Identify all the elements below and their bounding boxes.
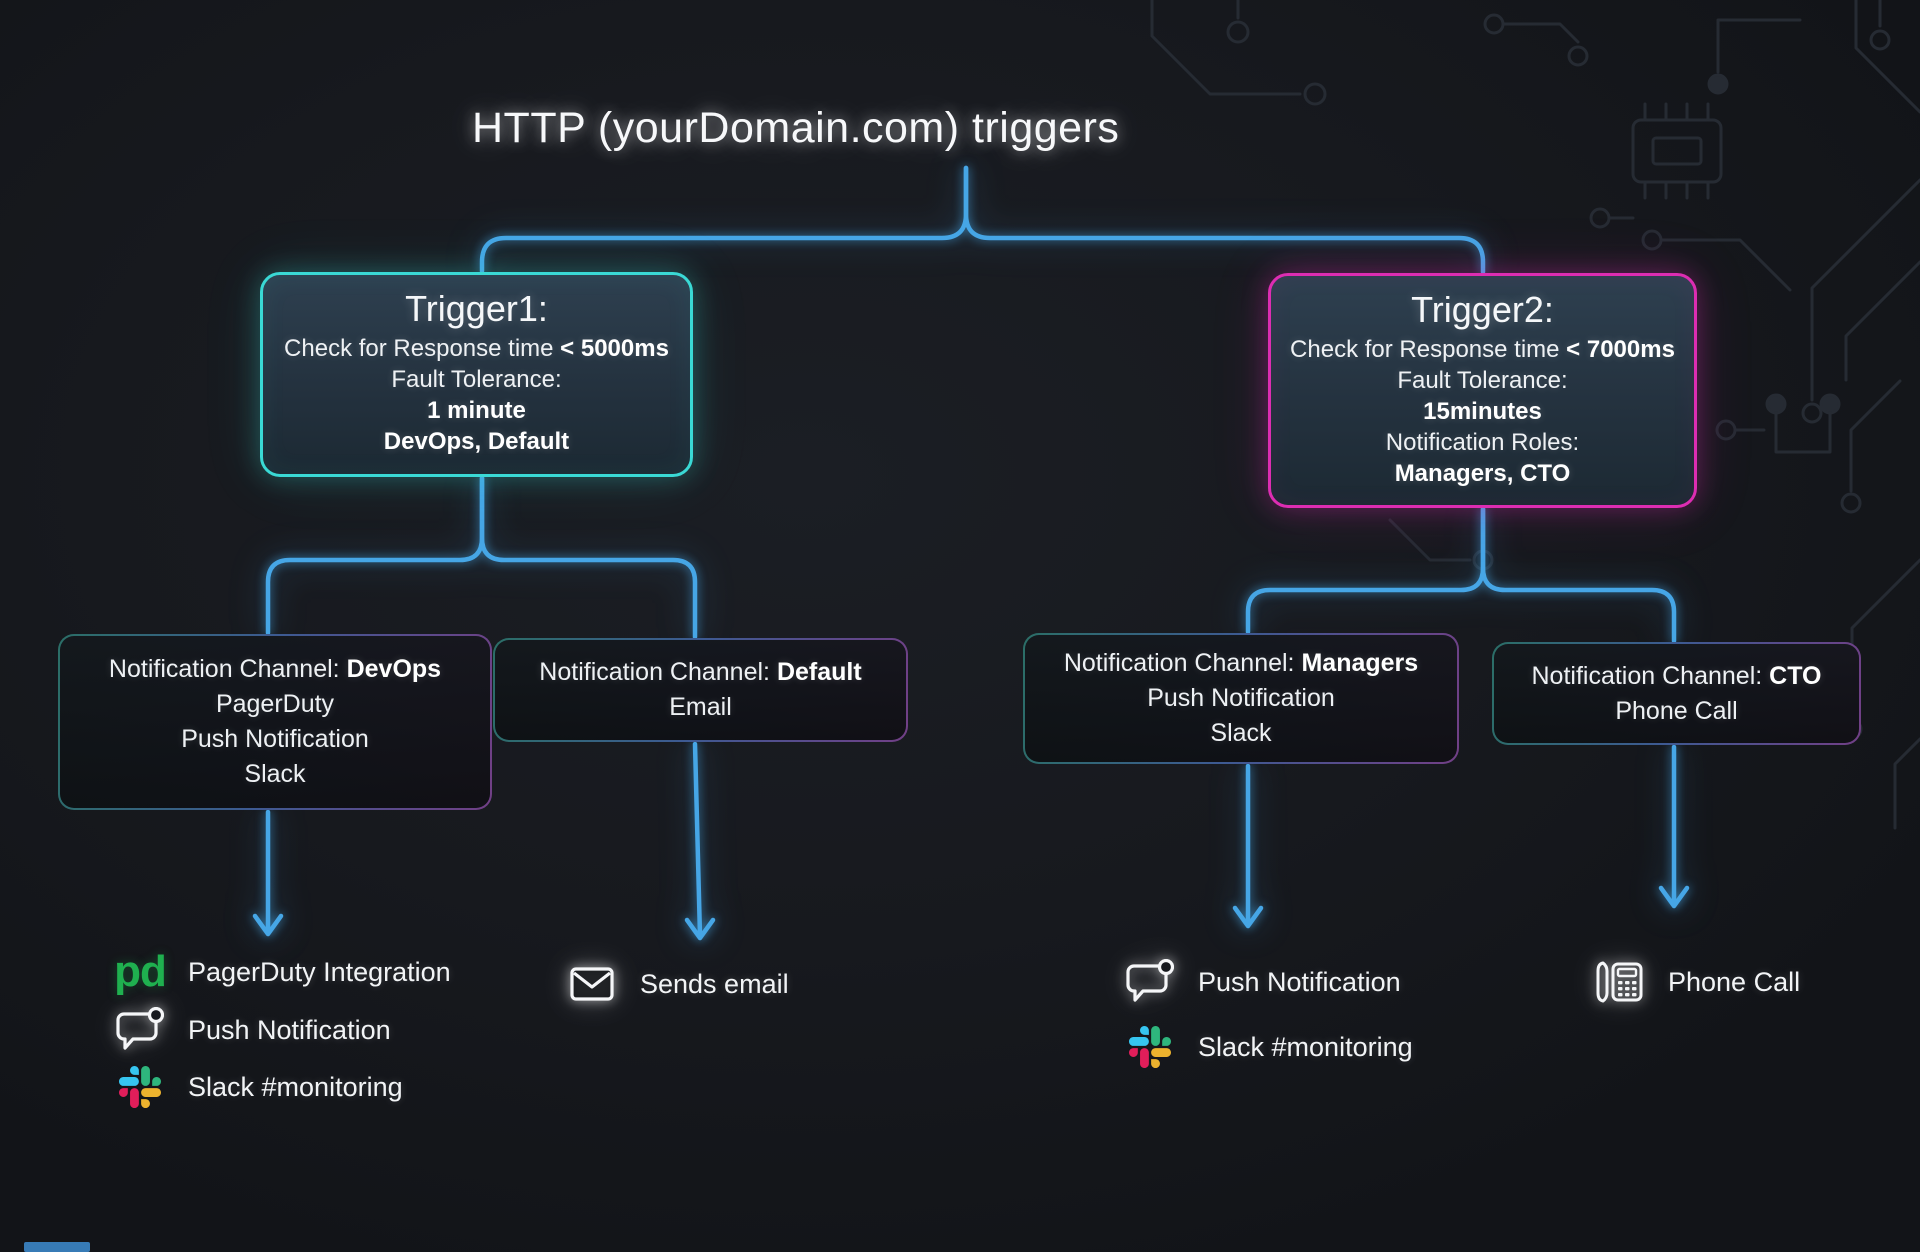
legend-email: Sends email (560, 966, 789, 1002)
push-notification-label: Push Notification (1198, 966, 1401, 997)
channel-default-item: Email (669, 693, 732, 721)
connector-trigger1-to-devops (265, 475, 485, 636)
channel-box-devops: Notification Channel: DevOps PagerDuty P… (58, 634, 492, 810)
legend-phone: Phone Call (1588, 958, 1800, 1006)
trigger2-box: Trigger2: Check for Response time < 7000… (1268, 273, 1697, 508)
legend-item-slack: Slack #monitoring (108, 1066, 451, 1108)
trigger2-fault-label: Fault Tolerance: (1397, 367, 1568, 394)
arrow-devops (252, 809, 284, 937)
connector-title-to-trigger1 (479, 165, 969, 274)
channel-box-managers: Notification Channel: Managers Push Noti… (1023, 633, 1459, 764)
arrow-cto (1658, 744, 1690, 909)
channel-box-cto: Notification Channel: CTO Phone Call (1492, 642, 1861, 745)
connector-trigger2-to-managers (1245, 506, 1486, 635)
channel-devops-item: Push Notification (181, 725, 369, 753)
trigger2-fault-value: 15minutes (1423, 398, 1542, 425)
trigger1-fault-value: 1 minute (427, 397, 526, 424)
phone-call-label: Phone Call (1668, 966, 1801, 997)
email-icon (560, 966, 624, 1002)
pagerduty-icon: pd (114, 947, 167, 996)
trigger1-title: Trigger1: (405, 288, 548, 329)
connector-title-to-trigger2 (963, 165, 1486, 275)
slack-icon (1118, 1026, 1182, 1068)
channel-default-header: Notification Channel: Default (539, 658, 862, 686)
slack-label: Slack #monitoring (188, 1071, 403, 1102)
trigger2-title: Trigger2: (1411, 289, 1554, 330)
connector-trigger2-to-cto (1480, 506, 1677, 644)
legend-item-pagerduty: pd PagerDuty Integration (108, 950, 451, 994)
trigger1-check-line: Check for Response time < 5000ms (284, 335, 669, 362)
trigger1-box: Trigger1: Check for Response time < 5000… (260, 272, 693, 477)
slack-icon (108, 1066, 172, 1108)
push-notification-icon (108, 1007, 172, 1053)
channel-devops-item: PagerDuty (215, 690, 335, 718)
page-title: HTTP (yourDomain.com) triggers (472, 104, 1120, 152)
trigger2-roles-value: Managers, CTO (1394, 460, 1571, 487)
channel-managers-item: Slack (1210, 719, 1272, 747)
trigger1-fault-label: Fault Tolerance: (391, 366, 562, 393)
legend-item-push: Push Notification (1118, 956, 1413, 1008)
legend-item-push: Push Notification (108, 1007, 451, 1053)
bottom-left-blue-strip (24, 1242, 90, 1252)
legend-item-slack: Slack #monitoring (1118, 1021, 1413, 1073)
channel-cto-item: Phone Call (1615, 696, 1738, 725)
arrow-managers (1232, 763, 1264, 929)
channel-box-default: Notification Channel: Default Email (493, 638, 908, 742)
push-notification-icon (1118, 959, 1182, 1005)
legend-managers: Push Notification Slack #monitoring (1118, 956, 1413, 1073)
phone-call-icon (1588, 958, 1652, 1006)
legend-devops: pd PagerDuty Integration Push Notificati… (108, 950, 451, 1108)
channel-managers-item: Push Notification (1147, 684, 1335, 712)
trigger2-check-line: Check for Response time < 7000ms (1290, 336, 1675, 363)
slack-label: Slack #monitoring (1198, 1031, 1413, 1062)
arrow-default (684, 741, 716, 941)
push-notification-label: Push Notification (188, 1014, 391, 1045)
pagerduty-label: PagerDuty Integration (188, 956, 451, 987)
channel-cto-header: Notification Channel: CTO (1531, 661, 1822, 690)
email-label: Sends email (640, 968, 789, 999)
connector-trigger1-to-default (479, 475, 698, 640)
channel-devops-header: Notification Channel: DevOps (108, 655, 442, 683)
channel-devops-item: Slack (244, 760, 306, 788)
channel-managers-header: Notification Channel: Managers (1063, 649, 1419, 677)
trigger2-roles-label: Notification Roles: (1385, 429, 1580, 456)
trigger1-roles-value: DevOps, Default (383, 428, 570, 455)
